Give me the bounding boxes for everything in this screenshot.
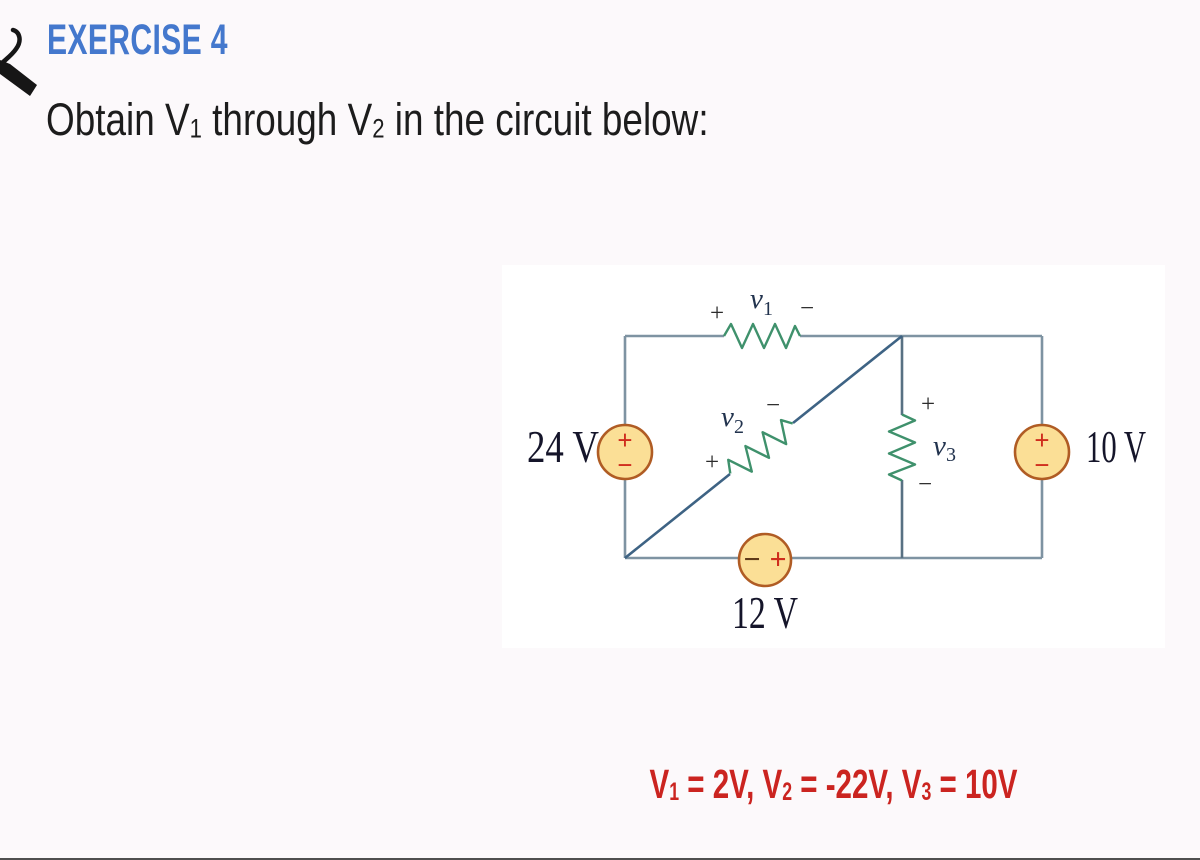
source-10v-minus-sign: − <box>1034 450 1049 480</box>
source-10v-circle <box>1013 423 1071 481</box>
source-24v-minus-sign: − <box>617 450 632 480</box>
answer-s3: 3 <box>921 778 932 806</box>
source-signs: + − + − + <box>617 425 1049 576</box>
resistor-v2 <box>727 418 794 474</box>
source-24v-circle <box>596 423 654 481</box>
answer-p1: V <box>649 761 670 807</box>
v1-plus-mark: + <box>710 300 724 327</box>
answer-text: V1 = 2V, V2 = -22V, V3 = 10V <box>595 764 1072 806</box>
outer-wire-path <box>623 334 1044 560</box>
corner-glyph-stroke <box>0 60 37 96</box>
source-10v-label: 10 V <box>1086 421 1146 472</box>
source-12v-circle <box>737 532 793 588</box>
voltage-sources <box>596 423 1071 588</box>
bottom-border-line <box>0 858 1200 860</box>
diagonal-wire-path <box>624 334 903 560</box>
source-12v-plus-sign: + <box>769 543 786 576</box>
page-title: EXERCISE 4 <box>47 16 228 64</box>
question-mid: through V <box>201 94 373 145</box>
v1-minus-mark: − <box>800 295 814 322</box>
v1-subscript: 1 <box>763 298 773 320</box>
corner-cutoff-glyph <box>0 27 37 96</box>
v3-symbol: v <box>933 430 946 462</box>
answer-t3: = 10V <box>931 761 1018 807</box>
source-12v-label: 12 V <box>732 587 798 638</box>
v3-plus-mark: + <box>921 391 935 418</box>
resistor-v3 <box>887 413 917 482</box>
answer-s2: 2 <box>782 778 793 806</box>
v2-plus-mark: + <box>705 449 719 476</box>
circuit-figure: + − + − + − 24 V 10 V 12 V + v 1 − v 2 −… <box>502 265 1165 648</box>
answer-s1: 1 <box>669 778 680 806</box>
question-post: in the circuit below: <box>384 94 709 145</box>
answer-t2: = -22V, V <box>792 761 922 807</box>
v1-symbol: v <box>750 283 763 315</box>
question-pre: Obtain V <box>46 94 190 145</box>
v2-symbol: v <box>721 401 734 433</box>
question-sub2: 2 <box>372 113 385 144</box>
diagonal-wire <box>624 334 903 560</box>
v3-subscript: 3 <box>946 444 956 466</box>
v2-subscript: 2 <box>734 416 744 438</box>
source-10v-plus-sign: + <box>1034 425 1049 455</box>
question-sub1: 1 <box>189 113 202 144</box>
resistor-v1 <box>722 322 802 350</box>
question-text: Obtain V1 through V2 in the circuit belo… <box>46 97 709 143</box>
source-24v-plus-sign: + <box>617 425 632 455</box>
corner-glyph-hook <box>0 27 22 67</box>
source-24v-label: 24 V <box>527 421 599 472</box>
answer-t1: = 2V, V <box>679 761 783 807</box>
resistors <box>722 322 917 482</box>
circuit-svg: + − + − + − 24 V 10 V 12 V + v 1 − v 2 −… <box>527 283 1146 638</box>
v3-minus-mark: − <box>918 471 932 498</box>
outer-wires <box>623 334 1044 560</box>
v2-minus-mark: − <box>766 392 780 419</box>
source-12v-minus-sign: − <box>743 543 760 576</box>
